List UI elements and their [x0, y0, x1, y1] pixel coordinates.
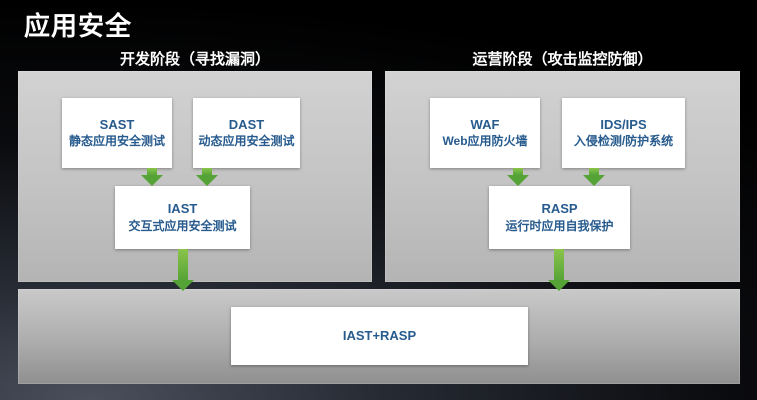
- sast-title: SAST: [99, 116, 135, 132]
- ids-to-rasp-arrow-icon: [583, 168, 605, 186]
- arrow-stem: [513, 168, 523, 175]
- dev-stage-label: 开发阶段（寻找漏洞）: [119, 51, 270, 68]
- arrow-stem: [202, 168, 212, 175]
- waf-box: WAF Web应用防火墙: [430, 98, 540, 168]
- arrow-head: [172, 280, 194, 291]
- arrow-head: [583, 175, 605, 186]
- iast-rasp-label: IAST+RASP: [342, 327, 417, 343]
- dast-box: DAST 动态应用安全测试: [193, 98, 300, 168]
- ids-ips-desc: 入侵检测/防护系统: [573, 134, 674, 149]
- waf-to-rasp-arrow-icon: [507, 168, 529, 186]
- arrow-head: [507, 175, 529, 186]
- iast-title: IAST: [167, 201, 198, 217]
- dast-to-iast-arrow-icon: [196, 168, 218, 186]
- iast-rasp-box: IAST+RASP: [231, 307, 528, 365]
- waf-title: WAF: [470, 116, 500, 132]
- arrow-stem: [589, 168, 599, 175]
- arrow-stem: [178, 249, 188, 280]
- ids-ips-title: IDS/IPS: [600, 116, 647, 132]
- rasp-to-bottom-arrow-icon: [548, 249, 570, 291]
- iast-to-bottom-arrow-icon: [172, 249, 194, 291]
- rasp-box: RASP 运行时应用自我保护: [489, 186, 630, 249]
- sast-box: SAST 静态应用安全测试: [62, 98, 172, 168]
- dast-desc: 动态应用安全测试: [198, 134, 295, 149]
- waf-desc: Web应用防火墙: [442, 134, 528, 149]
- arrow-head: [548, 280, 570, 291]
- arrow-stem: [554, 249, 564, 280]
- ids-ips-box: IDS/IPS 入侵检测/防护系统: [562, 98, 685, 168]
- page-title: 应用安全: [24, 11, 133, 41]
- arrow-head: [141, 175, 163, 186]
- dast-title: DAST: [228, 116, 265, 132]
- sast-desc: 静态应用安全测试: [68, 134, 165, 149]
- iast-desc: 交互式应用安全测试: [128, 218, 237, 233]
- iast-box: IAST 交互式应用安全测试: [115, 186, 250, 249]
- arrow-stem: [147, 168, 157, 175]
- arrow-head: [196, 175, 218, 186]
- rasp-title: RASP: [541, 201, 578, 217]
- sast-to-iast-arrow-icon: [141, 168, 163, 186]
- ops-stage-label: 运营阶段（攻击监控防御）: [472, 51, 653, 68]
- rasp-desc: 运行时应用自我保护: [505, 218, 614, 233]
